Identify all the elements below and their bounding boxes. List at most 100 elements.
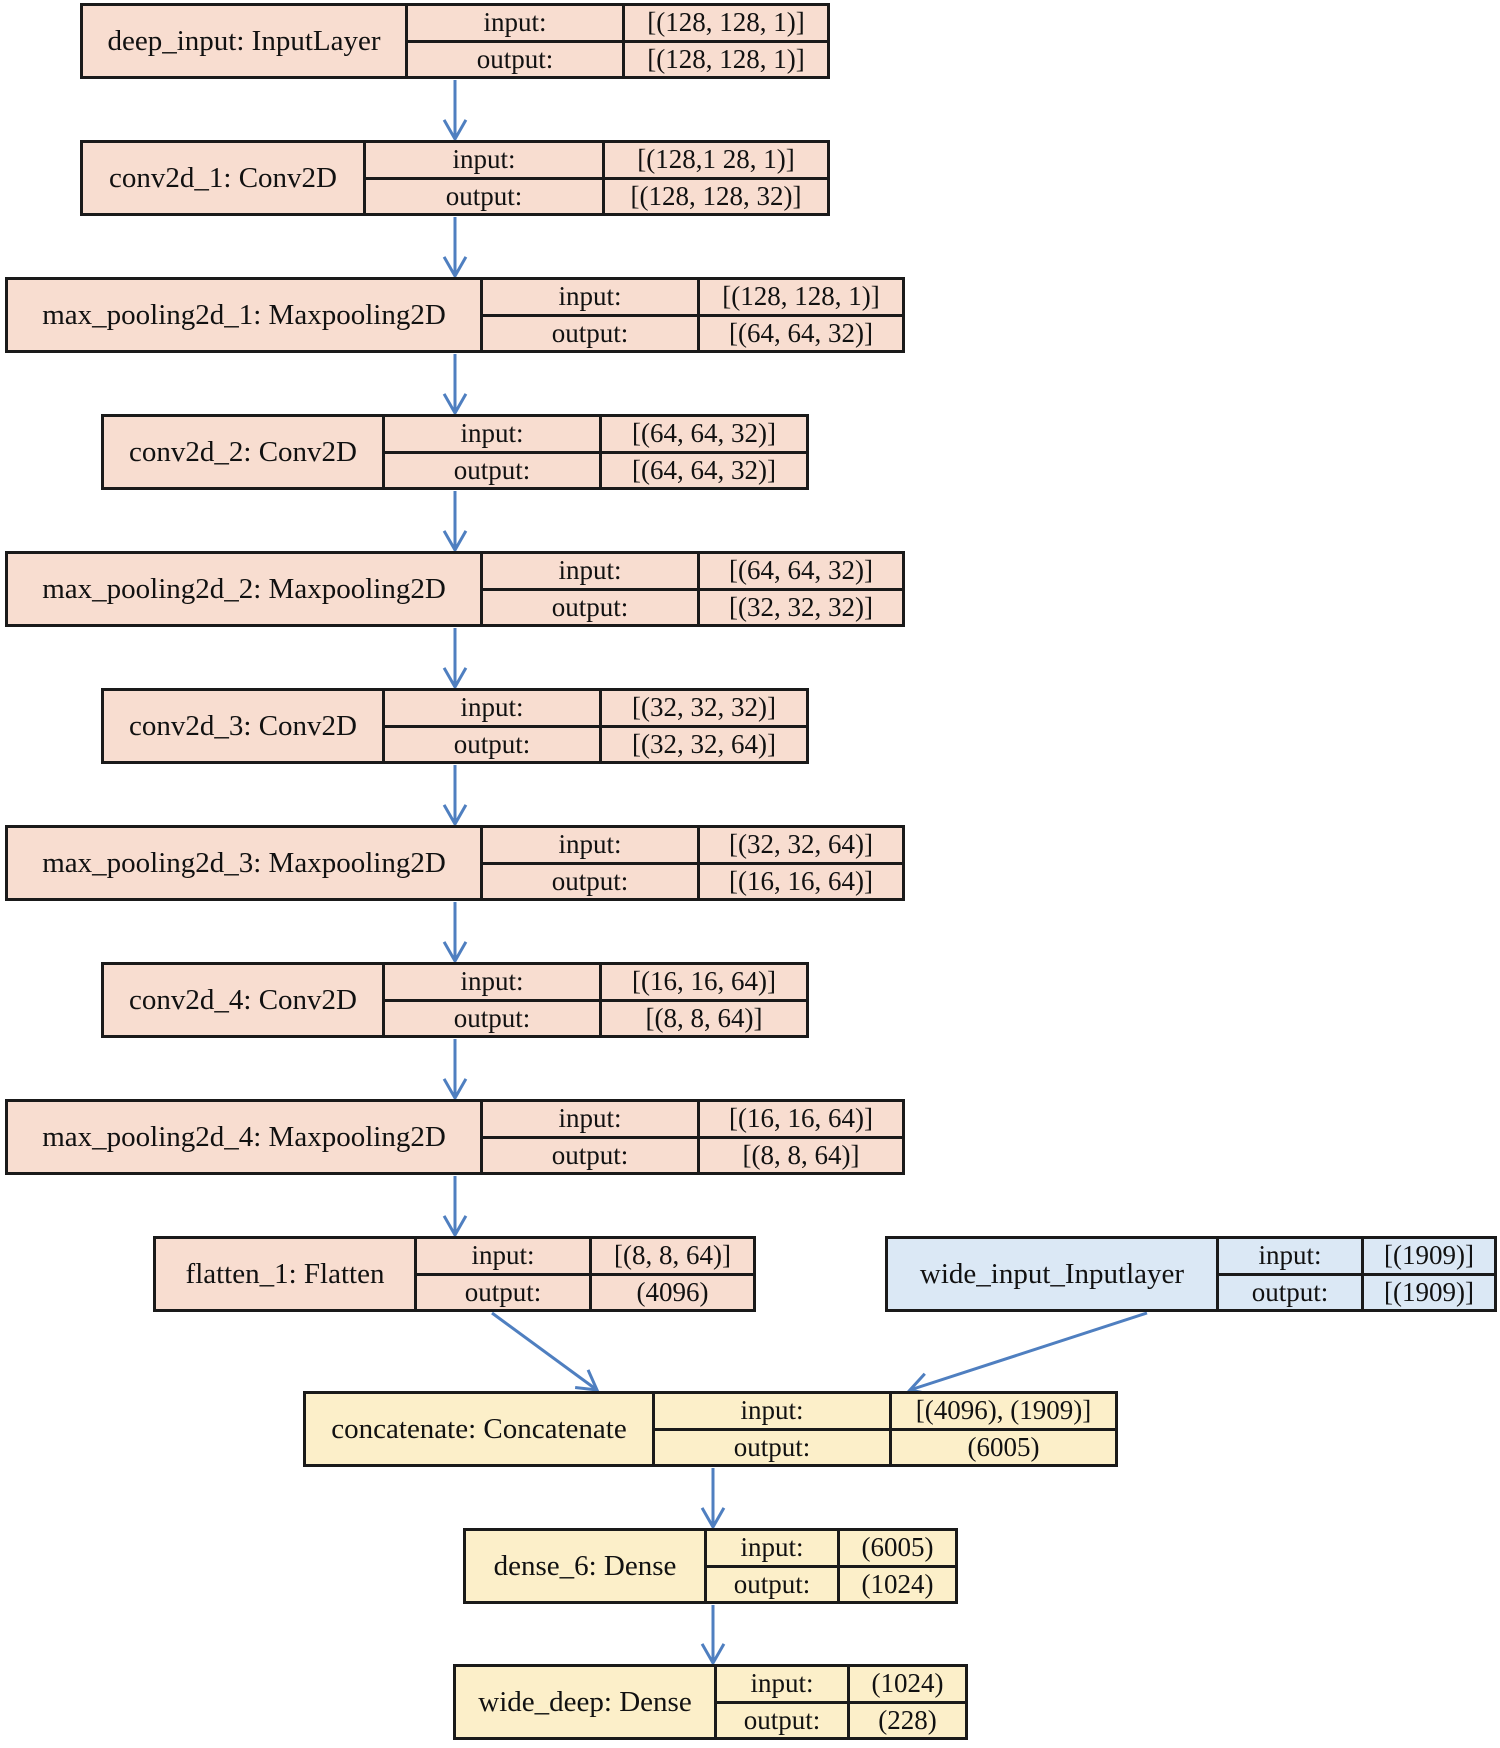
output-shape: (4096) [636, 1276, 709, 1307]
output-label: output: [733, 1568, 811, 1599]
output-shape: [(32, 32, 32)] [729, 591, 873, 622]
input-shape: [(4096), (1909)] [892, 1394, 1115, 1431]
io-label-column: input:output: [707, 1531, 840, 1601]
input-shape: [(64, 64, 32)] [700, 554, 902, 591]
io-label-column: input:output: [717, 1667, 850, 1737]
input-label: input: [385, 691, 599, 728]
io-label-column: input:output: [1219, 1239, 1364, 1309]
layer-name: max_pooling2d_2: Maxpooling2D [8, 554, 483, 624]
io-label-column: input:output: [385, 965, 602, 1035]
arrow-conv2d_2-to-max_pooling2d_2 [442, 491, 468, 554]
shape-value-column: (1024)(228) [850, 1667, 965, 1737]
input-label: input: [483, 554, 697, 591]
input-shape: [(128,1 28, 1)] [605, 143, 827, 180]
output-shape: [(128, 128, 32)] [630, 180, 802, 211]
input-label: input: [1219, 1239, 1361, 1276]
output-label: output: [453, 454, 531, 485]
output-shape: [(128, 128, 1)] [647, 43, 805, 74]
output-label: output: [453, 728, 531, 759]
output-shape: (1024) [861, 1568, 934, 1599]
layer-name: flatten_1: Flatten [156, 1239, 417, 1309]
layer-name: max_pooling2d_1: Maxpooling2D [8, 280, 483, 350]
shape-value-column: [(32, 32, 32)][(32, 32, 64)] [602, 691, 806, 761]
output-label: output: [453, 1002, 531, 1033]
input-label: input: [707, 1531, 837, 1568]
output-shape: [(8, 8, 64)] [742, 1139, 860, 1170]
input-label: input: [385, 417, 599, 454]
input-label: input: [408, 6, 622, 43]
arrow-conv2d_4-to-max_pooling2d_4 [442, 1039, 468, 1102]
output-label: output: [551, 1139, 629, 1170]
input-shape: [(128, 128, 1)] [625, 6, 827, 43]
shape-value-column: [(8, 8, 64)](4096) [592, 1239, 753, 1309]
input-shape: (6005) [840, 1531, 955, 1568]
arrow-max_pooling2d_3-to-conv2d_4 [442, 902, 468, 965]
layer-name: conv2d_1: Conv2D [83, 143, 366, 213]
output-shape: [(32, 32, 64)] [632, 728, 776, 759]
arrow-flatten_1-to-concatenate [491, 1311, 600, 1392]
input-shape: (1024) [850, 1667, 965, 1704]
input-shape: [(32, 32, 64)] [700, 828, 902, 865]
output-label: output: [743, 1704, 821, 1735]
arrow-deep_input-to-conv2d_1 [442, 80, 468, 143]
arrow-max_pooling2d_1-to-conv2d_2 [442, 354, 468, 417]
io-label-column: input:output: [417, 1239, 592, 1309]
input-label: input: [483, 828, 697, 865]
shape-value-column: [(64, 64, 32)][(64, 64, 32)] [602, 417, 806, 487]
io-label-column: input:output: [655, 1394, 892, 1464]
output-label: output: [551, 865, 629, 896]
io-label-column: input:output: [483, 1102, 700, 1172]
input-label: input: [417, 1239, 589, 1276]
output-label: output: [551, 317, 629, 348]
layer-name: wide_input_Inputlayer [888, 1239, 1219, 1309]
input-label: input: [385, 965, 599, 1002]
layer-name: deep_input: InputLayer [83, 6, 408, 76]
input-label: input: [366, 143, 602, 180]
shape-value-column: [(128,1 28, 1)][(128, 128, 32)] [605, 143, 827, 213]
input-label: input: [483, 280, 697, 317]
io-label-column: input:output: [483, 280, 700, 350]
arrow-conv2d_3-to-max_pooling2d_3 [442, 765, 468, 828]
input-label: input: [655, 1394, 889, 1431]
input-shape: [(16, 16, 64)] [602, 965, 806, 1002]
output-shape: (228) [878, 1704, 937, 1735]
layer-name: wide_deep: Dense [456, 1667, 717, 1737]
shape-value-column: [(32, 32, 64)][(16, 16, 64)] [700, 828, 902, 898]
layer-name: conv2d_3: Conv2D [104, 691, 385, 761]
shape-value-column: [(64, 64, 32)][(32, 32, 32)] [700, 554, 902, 624]
shape-value-column: [(1909)][(1909)] [1364, 1239, 1494, 1309]
shape-value-column: [(16, 16, 64)][(8, 8, 64)] [602, 965, 806, 1035]
output-shape: (6005) [967, 1431, 1040, 1462]
input-shape: [(1909)] [1364, 1239, 1494, 1276]
input-shape: [(64, 64, 32)] [602, 417, 806, 454]
io-label-column: input:output: [483, 828, 700, 898]
io-label-column: input:output: [483, 554, 700, 624]
input-label: input: [717, 1667, 847, 1704]
shape-value-column: [(16, 16, 64)][(8, 8, 64)] [700, 1102, 902, 1172]
input-shape: [(8, 8, 64)] [592, 1239, 753, 1276]
shape-value-column: (6005)(1024) [840, 1531, 955, 1601]
arrow-dense_6-to-wide_deep [700, 1605, 726, 1667]
arrow-conv2d_1-to-max_pooling2d_1 [442, 217, 468, 280]
arrow-max_pooling2d_2-to-conv2d_3 [442, 628, 468, 691]
io-label-column: input:output: [385, 691, 602, 761]
output-shape: [(1909)] [1384, 1276, 1474, 1307]
io-label-column: input:output: [385, 417, 602, 487]
input-shape: [(128, 128, 1)] [700, 280, 902, 317]
output-shape: [(64, 64, 32)] [632, 454, 776, 485]
layer-name: conv2d_4: Conv2D [104, 965, 385, 1035]
output-label: output: [1251, 1276, 1329, 1307]
layer-name: max_pooling2d_4: Maxpooling2D [8, 1102, 483, 1172]
